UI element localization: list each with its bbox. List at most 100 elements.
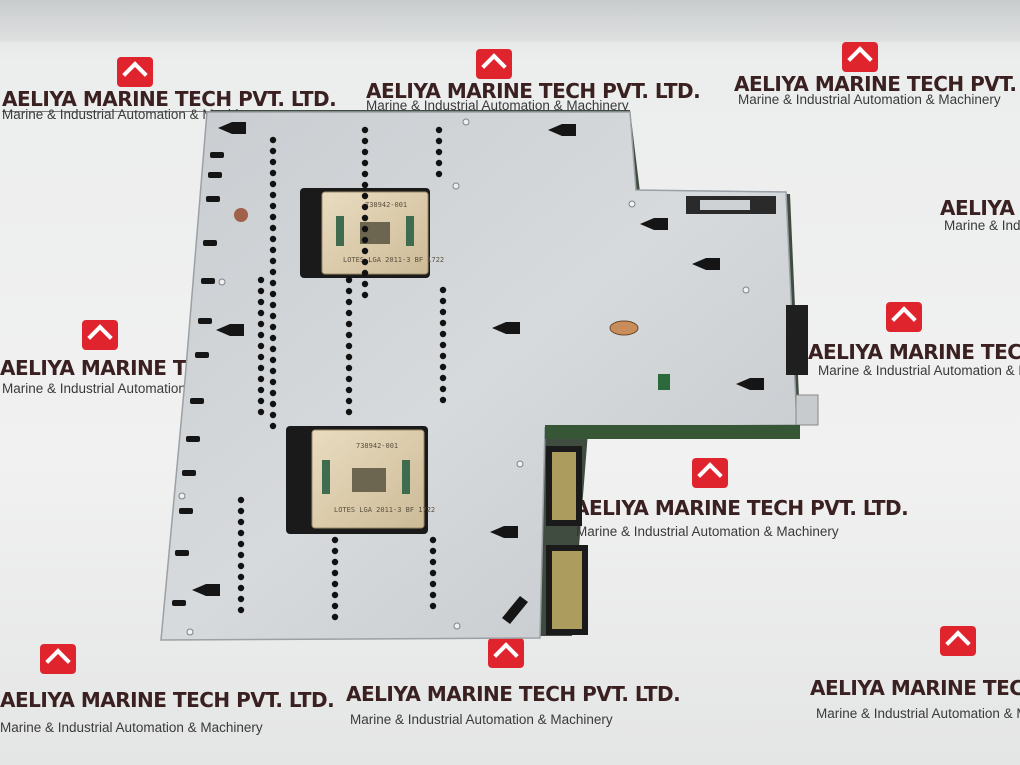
vent-hole [345,287,353,295]
watermark-tagline: Marine & Industrial Automation & Machine… [944,218,1020,233]
vent-hole [345,353,353,361]
watermark-tagline: Marine & Industrial Automation & Machine… [816,706,1020,721]
vent-hole [429,536,437,544]
vent-hole [345,397,353,405]
watermark-brand: AELIYA MARINE TECH PVT. LTD. [2,87,337,111]
aeliya-logo-icon [488,638,524,668]
vent-hole [331,580,339,588]
aeliya-logo-icon [842,42,878,72]
aeliya-logo-icon [886,302,922,332]
vent-hole [237,518,245,526]
metal-tray [160,111,798,641]
port-stack [786,305,808,375]
watermark-brand: AELIYA MARINE TECH PVT. LTD. [574,496,909,520]
vent-hole [439,352,447,360]
vent-hole [257,320,265,328]
vent-hole [237,540,245,548]
vent-hole [361,291,369,299]
watermark-brand: AELIYA MARINE TECH PVT. LTD. [810,676,1020,700]
vent-hole [269,257,277,265]
vent-hole [269,213,277,221]
vent-hole [439,286,447,294]
vent-hole [439,341,447,349]
vent-hole [361,247,369,255]
vent-hole [257,364,265,372]
vent-hole [237,584,245,592]
vent-hole [257,331,265,339]
vent-hole [361,280,369,288]
vent-hole [269,191,277,199]
vent-hole [345,331,353,339]
vent-hole [429,580,437,588]
vent-hole [429,591,437,599]
vent-hole [435,126,443,134]
vent-hole [331,602,339,610]
watermark-tagline: Marine & Industrial Automation & Machine… [738,92,1001,107]
watermark-brand: AELIYA MARINE TECH PVT. LTD. [346,682,681,706]
vent-hole [361,148,369,156]
vent-hole [331,613,339,621]
vent-hole [257,397,265,405]
vent-hole [257,309,265,317]
socket-model-label-top: 738942-001 [365,201,407,209]
vent-hole [361,137,369,145]
vent-hole [269,356,277,364]
vent-hole [429,558,437,566]
vent-hole [237,595,245,603]
vent-hole [361,203,369,211]
vent-hole [439,319,447,327]
vent-hole [345,408,353,416]
vent-hole [435,170,443,178]
vent-hole [361,181,369,189]
vent-hole [331,536,339,544]
vent-hole [439,396,447,404]
watermark-tagline: Marine & Industrial Automation & Machine… [576,524,839,539]
vent-hole [361,258,369,266]
vent-hole [345,342,353,350]
vent-hole [257,342,265,350]
vent-hole [269,389,277,397]
vent-hole [361,269,369,277]
vent-hole [269,147,277,155]
vent-hole [361,225,369,233]
aeliya-logo-icon [40,644,76,674]
vent-hole [269,268,277,276]
aeliya-logo-icon [476,49,512,79]
aeliya-logo-icon [692,458,728,488]
vent-hole [331,569,339,577]
watermark-brand: AELIYA MARINE TECH PVT. LTD. [366,79,701,103]
watermark-brand: AELIYA MARINE TECH PVT. LTD. [808,340,1020,364]
vent-hole [435,148,443,156]
watermark-brand: AELIYA MARINE TECH PVT. LTD. [0,688,335,712]
vent-hole [269,136,277,144]
vent-hole [257,375,265,383]
vent-hole [345,375,353,383]
vent-hole [361,126,369,134]
vent-hole [439,363,447,371]
vent-hole [269,169,277,177]
vent-hole [269,290,277,298]
vent-hole [237,573,245,581]
vent-hole [237,507,245,515]
aeliya-logo-icon [940,626,976,656]
vent-hole [439,385,447,393]
vent-hole [331,547,339,555]
vent-hole [361,170,369,178]
watermark-tagline: Marine & Industrial Automation & Machine… [366,98,629,113]
vent-hole [257,287,265,295]
vent-hole [361,159,369,167]
vent-hole [237,551,245,559]
vent-hole [269,400,277,408]
watermark-tagline: Marine & Industrial Automation & Machine… [0,720,263,735]
vent-hole [269,301,277,309]
vent-hole [439,330,447,338]
vent-hole [257,276,265,284]
vent-hole [257,353,265,361]
vent-hole [237,529,245,537]
vent-hole [269,323,277,331]
watermark-brand: AELIYA MARINE TECH PVT. LTD. [734,72,1020,96]
vent-hole [237,496,245,504]
vent-hole [269,345,277,353]
